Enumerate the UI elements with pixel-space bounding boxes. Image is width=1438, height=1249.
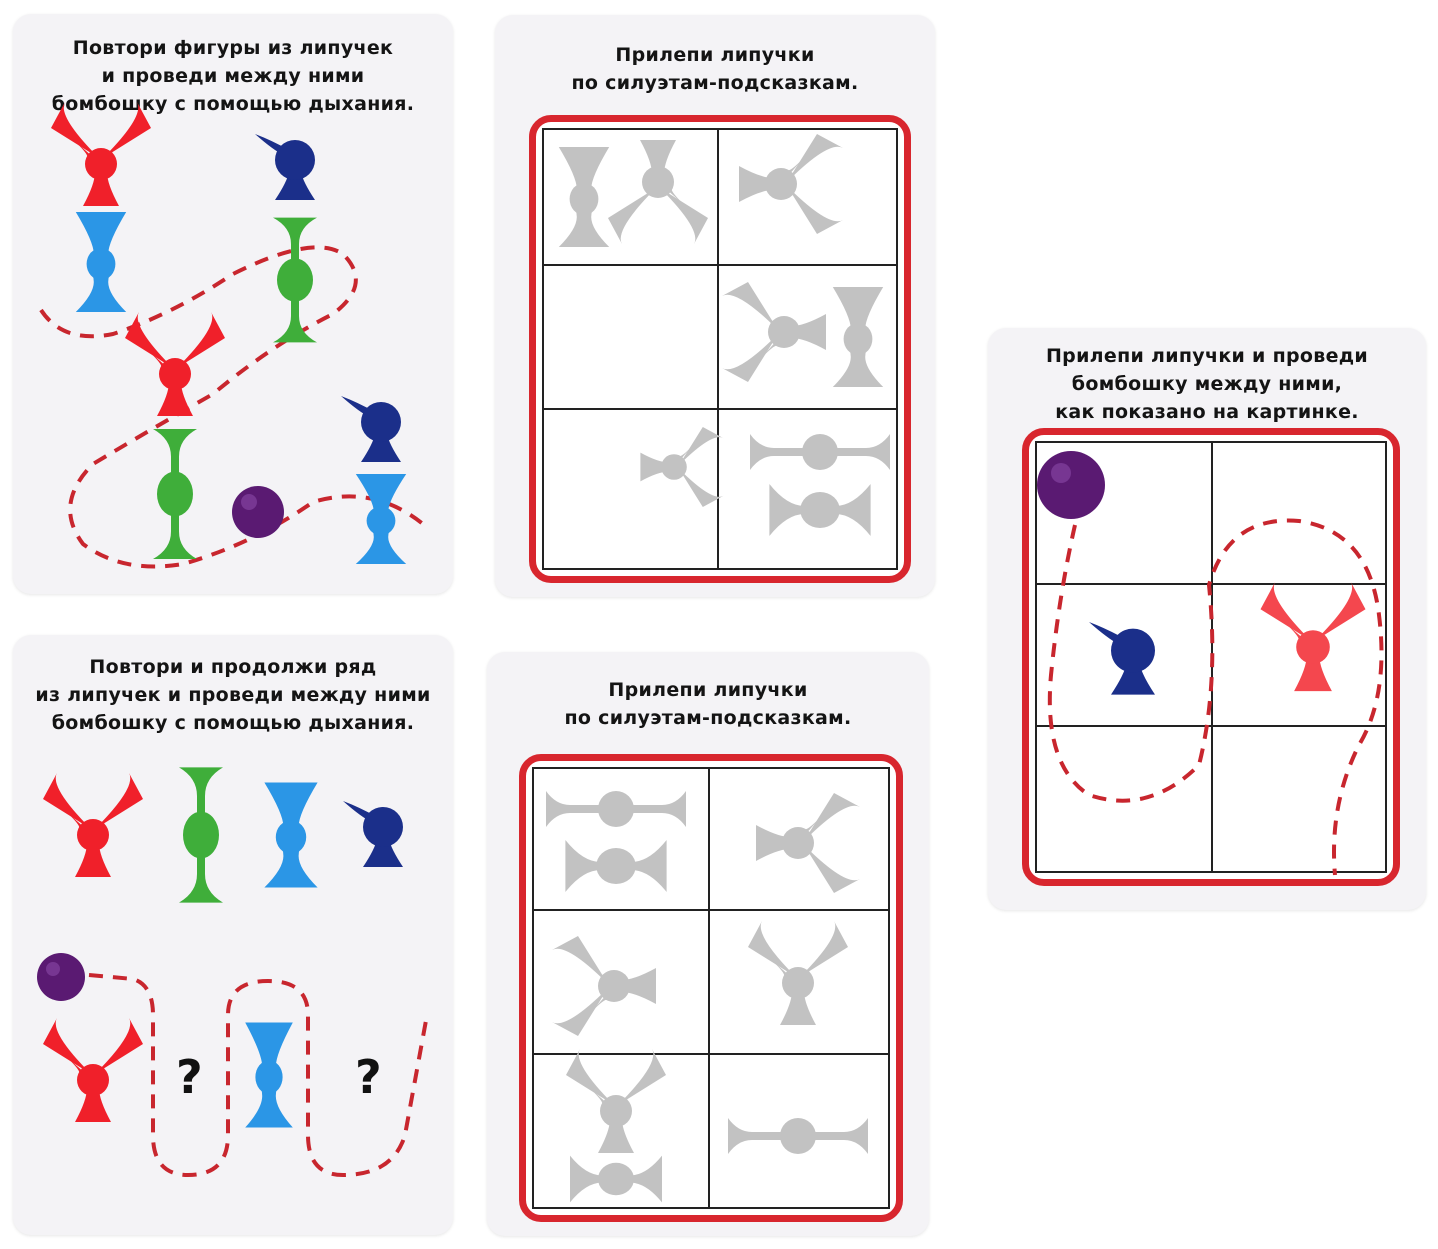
navy-cup	[343, 801, 403, 867]
card-title: Повтори фигуры из липучек и проведи межд…	[13, 34, 453, 118]
red-spinner	[43, 773, 143, 877]
purple-pompom	[37, 953, 85, 1001]
title-line: бомбошку с помощью дыхания.	[51, 93, 415, 115]
title-line: Повтори фигуры из липучек	[72, 37, 394, 59]
navy-cup	[255, 134, 315, 200]
red-spinner	[43, 1018, 143, 1122]
title-line: бомбошку с помощью дыхания.	[51, 712, 415, 734]
red-spinner	[1260, 581, 1366, 692]
title-line: Прилепи липучки	[615, 44, 815, 66]
silhouette-board	[519, 754, 903, 1222]
card-4-illustration	[37, 767, 429, 1178]
pompom-board	[1022, 428, 1400, 886]
title-line: бомбошку между ними,	[1071, 373, 1343, 395]
question-mark: ?	[176, 1050, 203, 1104]
title-line: Прилепи липучки и проведи	[1045, 345, 1369, 367]
purple-pompom	[1037, 451, 1105, 519]
dashed-path	[39, 245, 425, 569]
green-stick	[153, 429, 197, 559]
silhouette-board	[529, 115, 911, 583]
dashed-path	[1047, 518, 1384, 876]
blue-hourglass	[355, 474, 407, 564]
board-grid	[532, 767, 890, 1209]
card-title: Прилепи липучки по силуэтам-подсказкам.	[487, 676, 929, 732]
question-mark: ?	[355, 1050, 382, 1104]
navy-cup	[341, 396, 401, 462]
title-line: и проведи между ними	[101, 65, 365, 87]
card-title: Повтори и продолжи ряд из липучек и пров…	[13, 653, 453, 737]
title-line: Повтори и продолжи ряд	[89, 656, 377, 678]
card-silhouettes-b: Прилепи липучки по силуэтам-подсказкам.	[487, 652, 929, 1236]
title-line: по силуэтам-подсказкам.	[564, 707, 852, 729]
board-grid	[542, 128, 898, 570]
red-spinner	[51, 102, 151, 206]
card-title: Прилепи липучки по силуэтам-подсказкам.	[495, 41, 935, 97]
navy-cup	[1089, 622, 1155, 695]
blue-hourglass	[245, 1022, 293, 1128]
silhouettes	[558, 134, 890, 536]
card-silhouettes-a: Прилепи липучки по силуэтам-подсказкам.	[495, 15, 935, 597]
card-title: Прилепи липучки и проведи бомбошку между…	[988, 342, 1426, 426]
card-repeat-figures: Повтори фигуры из липучек и проведи межд…	[13, 14, 453, 594]
green-stick	[179, 767, 223, 903]
dashed-path	[88, 973, 429, 1178]
blue-hourglass	[264, 782, 318, 888]
title-line: как показано на картинке.	[1055, 401, 1359, 423]
red-spinner	[125, 312, 225, 416]
purple-pompom	[232, 486, 284, 538]
card-1-illustration	[39, 102, 425, 569]
title-line: Прилепи липучки	[608, 679, 808, 701]
silhouettes	[546, 791, 868, 1203]
title-line: из липучек и проведи между ними	[35, 684, 431, 706]
card-pompom-path: Прилепи липучки и проведи бомбошку между…	[988, 328, 1426, 910]
card-continue-row: Повтори и продолжи ряд из липучек и пров…	[13, 635, 453, 1235]
title-line: по силуэтам-подсказкам.	[571, 72, 859, 94]
pompom-path-illustration	[1037, 451, 1384, 876]
blue-hourglass	[75, 212, 127, 312]
green-stick	[273, 217, 317, 343]
